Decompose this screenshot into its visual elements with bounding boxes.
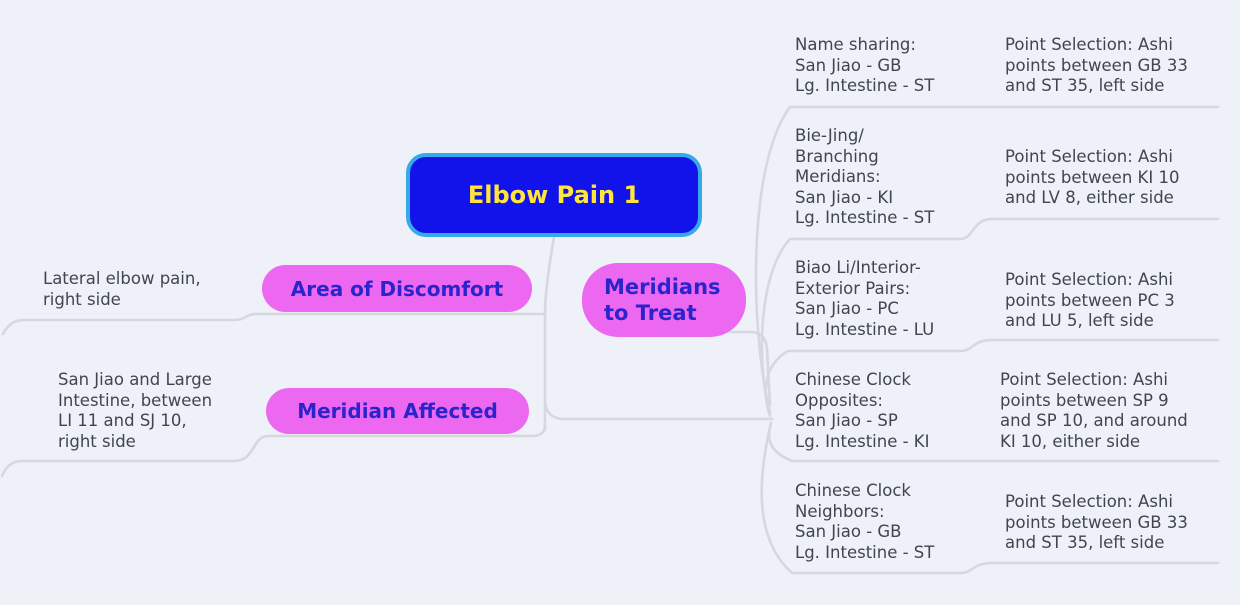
node-meridians-bie-jing[interactable]: Bie-Jing/ Branching Meridians: San Jiao … bbox=[795, 126, 935, 227]
connector-meridians-to-treat-underline bbox=[686, 330, 772, 407]
connector-area-of-discomfort bbox=[1, 312, 547, 336]
root-node-label: Elbow Pain 1 bbox=[467, 181, 641, 209]
connector-row-3 bbox=[764, 338, 1220, 418]
node-point-selection-5[interactable]: Point Selection: Ashi points between GB … bbox=[1005, 492, 1188, 552]
node-point-selection-2[interactable]: Point Selection: Ashi points between KI … bbox=[1005, 147, 1180, 207]
note-san-jiao-large-intestine[interactable]: San Jiao and Large Intestine, between LI… bbox=[58, 370, 213, 451]
node-meridians-name-sharing[interactable]: Name sharing: San Jiao - GB Lg. Intestin… bbox=[795, 35, 935, 95]
node-meridian-affected[interactable]: Meridian Affected bbox=[266, 388, 529, 434]
node-meridian-affected-label: Meridian Affected bbox=[297, 399, 498, 423]
root-node-elbow-pain[interactable]: Elbow Pain 1 bbox=[406, 153, 702, 237]
node-area-of-discomfort-label: Area of Discomfort bbox=[290, 276, 504, 301]
note-lateral-elbow-pain[interactable]: Lateral elbow pain, right side bbox=[43, 269, 201, 309]
connector-meridians-to-treat bbox=[543, 400, 774, 421]
connector-root-trunk bbox=[543, 234, 556, 432]
node-meridians-to-treat-label: Meridians to Treat bbox=[604, 275, 721, 325]
connector-row-5 bbox=[760, 421, 1220, 575]
node-point-selection-1[interactable]: Point Selection: Ashi points between GB … bbox=[1005, 35, 1188, 95]
node-meridians-biao-li[interactable]: Biao Li/Interior- Exterior Pairs: San Ji… bbox=[795, 258, 935, 339]
connector-meridian-affected bbox=[0, 423, 547, 478]
node-point-selection-3[interactable]: Point Selection: Ashi points between PC … bbox=[1005, 270, 1175, 330]
node-point-selection-4[interactable]: Point Selection: Ashi points between SP … bbox=[1000, 370, 1188, 451]
node-meridians-chinese-clock-neighbors[interactable]: Chinese Clock Neighbors: San Jiao - GB L… bbox=[795, 481, 935, 562]
node-meridians-to-treat[interactable]: Meridians to Treat bbox=[582, 263, 746, 337]
connector-row-2 bbox=[760, 217, 1220, 416]
node-area-of-discomfort[interactable]: Area of Discomfort bbox=[262, 265, 532, 312]
node-meridians-chinese-clock-opposites[interactable]: Chinese Clock Opposites: San Jiao - SP L… bbox=[795, 370, 930, 451]
